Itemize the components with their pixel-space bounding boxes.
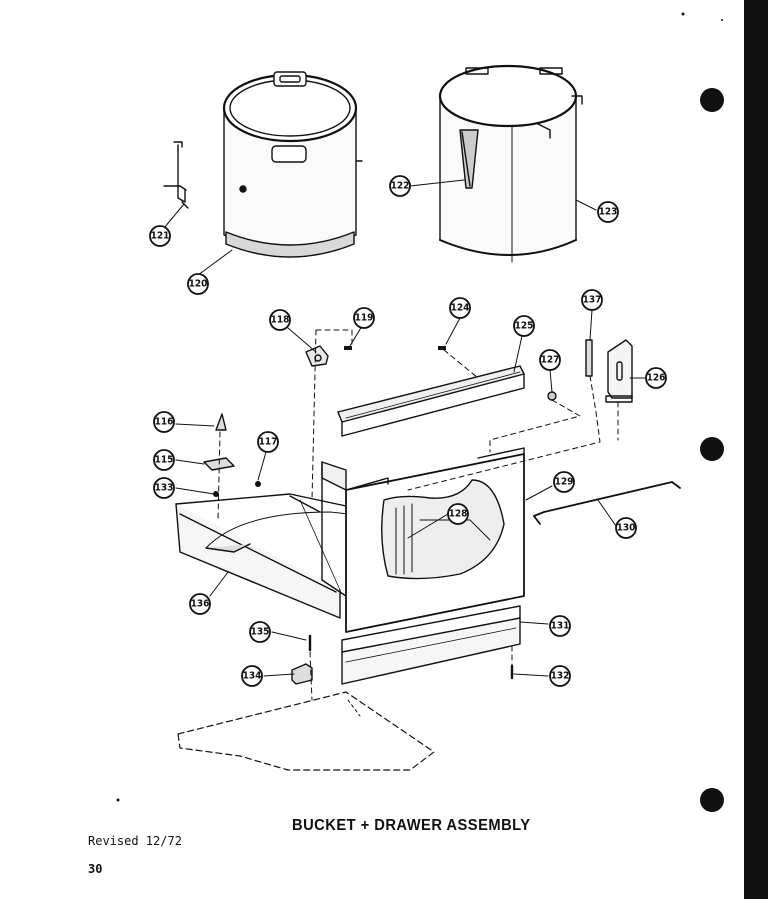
bracket-126 [605,339,633,403]
callout-128: 128 [449,509,468,520]
page-number: 30 [88,862,103,876]
drawer-frame [175,447,525,633]
handle-bracket [163,141,189,209]
callout-137: 137 [583,295,602,306]
callout-116: 116 [155,417,174,428]
binder-hole-top [700,88,724,112]
nut-127 [547,391,557,401]
rod-130 [533,481,681,517]
callout-135: 135 [251,627,270,638]
callout-129: 129 [555,477,574,488]
ball-117 [255,481,261,487]
callout-127: 127 [541,355,560,366]
binder-hole-bottom [700,788,724,812]
callout-131: 131 [551,621,570,632]
callout-123: 123 [599,207,618,218]
clip-116 [215,413,227,431]
bucket-liner [438,64,583,263]
diagram-title: BUCKET + DRAWER ASSEMBLY [292,817,531,834]
callout-134: 134 [243,671,262,682]
bottom-plate-outline [177,691,435,771]
screw-119 [344,346,352,350]
revision-date: Revised 12/72 [88,834,182,848]
front-strip [341,605,521,685]
callout-133: 133 [155,483,174,494]
callout-126: 126 [647,373,666,384]
callout-119: 119 [355,313,374,324]
callout-115: 115 [155,455,174,466]
callout-130: 130 [617,523,636,534]
strip-137 [585,339,593,377]
callout-122: 122 [391,181,410,192]
screw-124 [438,346,446,350]
callout-117: 117 [259,437,278,448]
ball-133 [213,491,219,497]
callout-132: 132 [551,671,570,682]
callout-124: 124 [451,303,470,314]
callout-120: 120 [189,279,208,290]
latch-118 [305,345,329,367]
catch-134 [291,663,313,685]
bucket-with-lid [222,71,363,258]
callout-118: 118 [271,315,290,326]
callout-125: 125 [515,321,534,332]
binder-hole-middle [700,437,724,461]
page-edge-bar [744,0,768,899]
callout-121: 121 [151,231,170,242]
drawer-rail [337,365,525,437]
callout-136: 136 [191,599,210,610]
